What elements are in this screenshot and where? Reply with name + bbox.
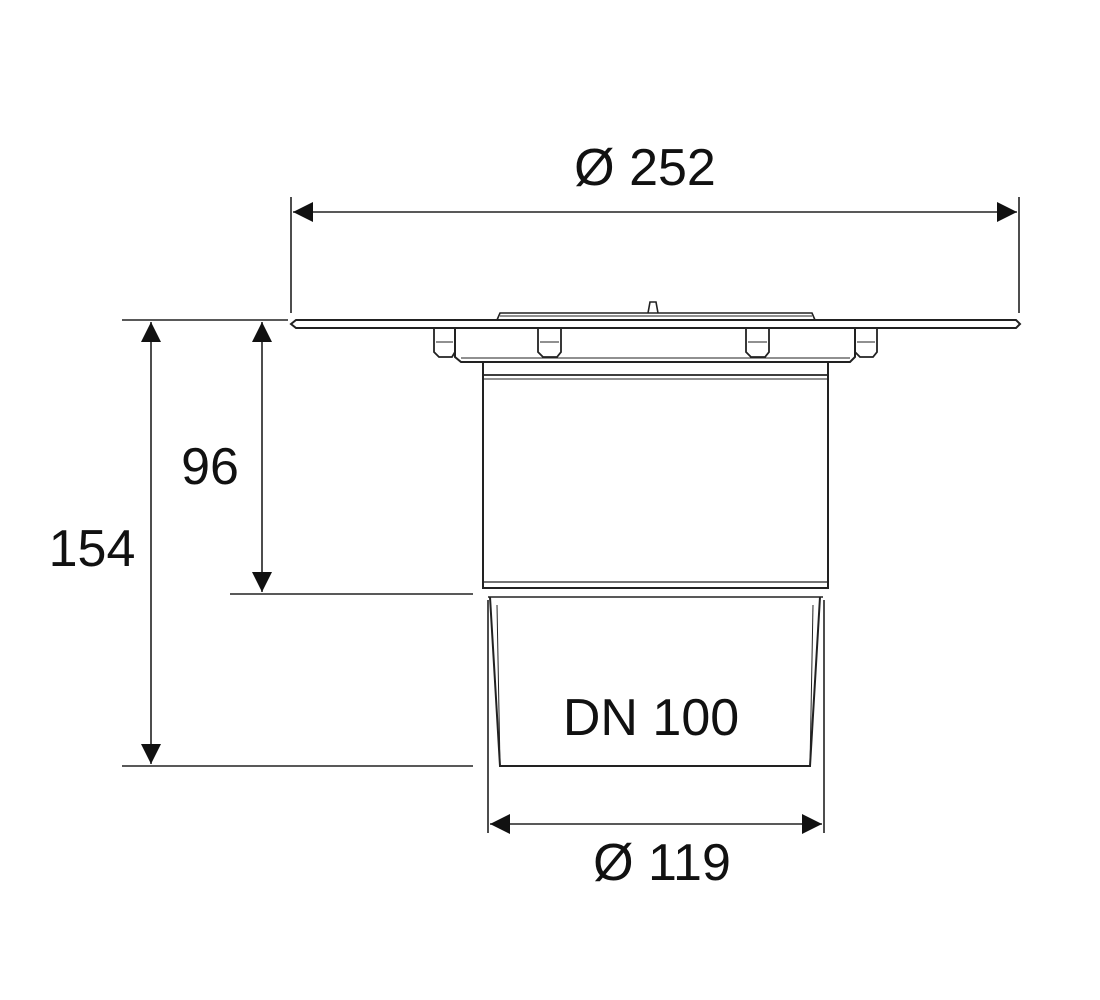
bottom-diameter-dimension: Ø 119	[487, 600, 825, 892]
bolt-4	[854, 328, 878, 358]
flange-plate	[289, 319, 1022, 329]
bottom-diameter-label: Ø 119	[593, 834, 731, 892]
outlet-inner-left	[496, 604, 501, 767]
body-height-label: 96	[181, 438, 239, 496]
top-diameter-dimension: Ø 252	[290, 139, 1020, 313]
flange-housing	[454, 328, 856, 363]
bolt-3	[745, 328, 770, 358]
outlet-inner-right	[809, 604, 814, 767]
total-height-label: 154	[49, 520, 136, 578]
flange	[289, 301, 1022, 363]
body-upper	[482, 362, 829, 589]
bolt-1	[433, 328, 456, 358]
body-height-dimension: 96	[181, 322, 473, 595]
grate-knob	[647, 301, 659, 314]
pipe-label: DN 100	[563, 689, 739, 747]
drain-body: DN 100	[482, 362, 829, 767]
total-height-dimension: 154	[49, 319, 473, 767]
outlet-pipe	[489, 596, 821, 767]
top-diameter-label: Ø 252	[574, 139, 716, 197]
grate-top	[496, 312, 816, 321]
bolt-2	[537, 328, 562, 358]
